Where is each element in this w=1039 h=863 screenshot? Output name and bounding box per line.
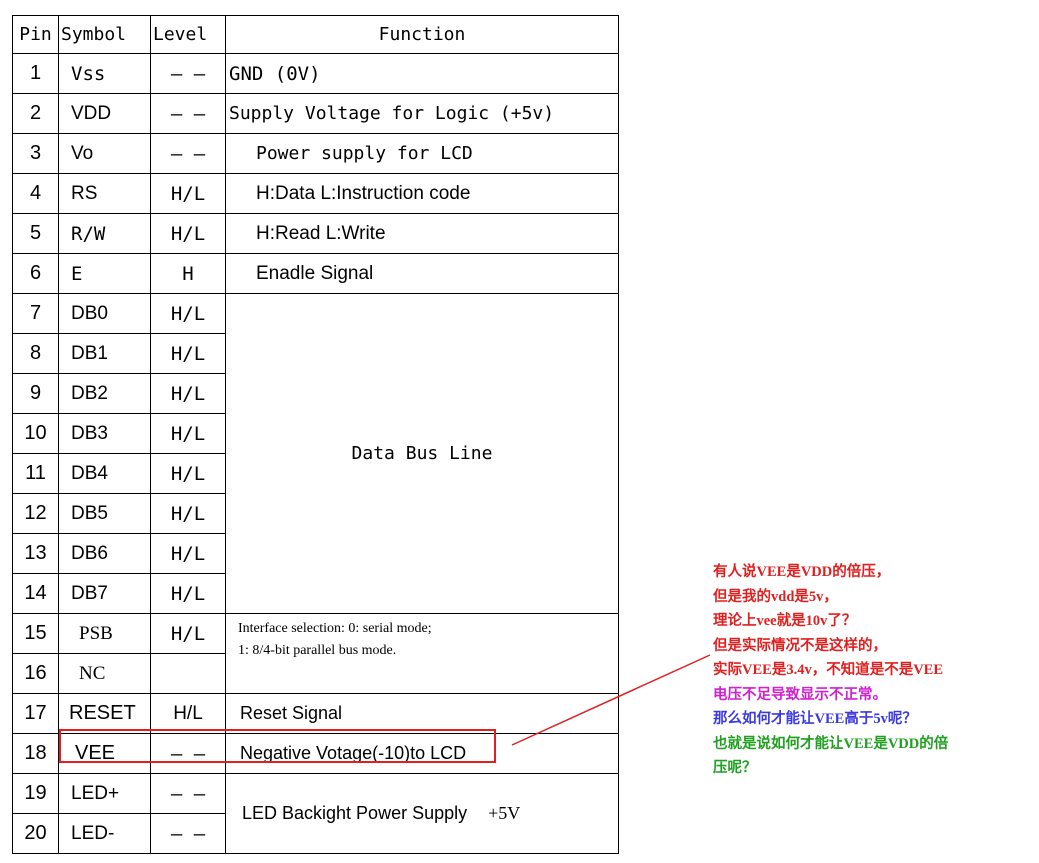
pin-number: 16	[12, 653, 59, 694]
pin-level: H/L	[150, 493, 226, 534]
led-function-text: LED Backight Power Supply	[242, 803, 468, 823]
table-row: 6 E H Enadle Signal	[12, 253, 619, 294]
pin-level: — —	[150, 773, 226, 814]
pin-level: — —	[150, 53, 226, 94]
interface-line-1: Interface selection: 0: serial mode;	[238, 621, 432, 636]
pin-number: 4	[12, 173, 59, 214]
header-function: Function	[225, 15, 619, 54]
table-row: 3 Vo — — Power supply for LCD	[12, 133, 619, 174]
table-row: 17 RESET H/L Reset Signal	[12, 693, 619, 734]
table-row: 20 LED- — —	[12, 813, 619, 854]
pin-symbol: DB2	[58, 373, 151, 414]
pin-number: 20	[12, 813, 59, 854]
pin-number: 5	[12, 213, 59, 254]
led-backlight-function: LED Backight Power Supply +5V	[225, 773, 619, 854]
pin-symbol: Vss	[58, 53, 151, 94]
pin-level: — —	[150, 813, 226, 854]
table-row: 10 DB3 H/L	[12, 413, 619, 454]
pin-function: Reset Signal	[225, 693, 619, 734]
annotation-note: 有人说VEE是VDD的倍压， 但是我的vdd是5v， 理论上vee就是10v了？…	[713, 560, 1033, 781]
table-row: 19 LED+ — — LED Backight Power Supply +5…	[12, 773, 619, 854]
pin-level: H/L	[150, 453, 226, 494]
pin-number: 10	[12, 413, 59, 454]
pin-number: 8	[12, 333, 59, 374]
led-voltage: +5V	[488, 803, 521, 823]
pin-level: H/L	[150, 413, 226, 454]
pin-level: H/L	[150, 693, 226, 734]
pin-number: 14	[12, 573, 59, 614]
pin-symbol: VEE	[58, 733, 151, 774]
pin-level: H/L	[150, 373, 226, 414]
pin-level: H/L	[150, 613, 226, 654]
pin-symbol: DB6	[58, 533, 151, 574]
pin-number: 19	[12, 773, 59, 814]
pin-symbol: VDD	[58, 93, 151, 134]
table-row: 5 R/W H/L H:Read L:Write	[12, 213, 619, 254]
pin-function: H:Read L:Write	[225, 213, 619, 254]
pin-symbol: DB7	[58, 573, 151, 614]
data-bus-function: Data Bus Line	[225, 293, 619, 614]
header-pin: Pin	[12, 15, 59, 54]
pin-symbol: E	[58, 253, 151, 294]
pin-level	[150, 653, 226, 694]
table-row: 16 NC	[12, 653, 619, 694]
table-header-row: Pin Symbol Level Function	[12, 15, 619, 54]
note-line: 电压不足导致显示不正常。	[713, 686, 887, 703]
pin-level: H/L	[150, 213, 226, 254]
note-line: 有人说VEE是VDD的倍压，	[713, 564, 891, 580]
table-row: 11 DB4 H/L	[12, 453, 619, 494]
pointer-line	[511, 654, 711, 746]
table-row-highlighted: 18 VEE — — Negative Votage(-10)to LCD	[12, 733, 619, 774]
table-row: 13 DB6 H/L	[12, 533, 619, 574]
note-line: 也就是说如何才能让VEE是VDD的倍	[713, 735, 949, 752]
pin-definition-table: Pin Symbol Level Function 1 Vss — — GND …	[12, 15, 619, 854]
pin-number: 15	[12, 613, 59, 654]
note-line: 但是我的vdd是5v，	[713, 588, 838, 605]
note-line: 压呢？	[713, 760, 757, 776]
pin-symbol: LED-	[58, 813, 151, 854]
table-row: 7 DB0 H/L Data Bus Line	[12, 293, 619, 614]
table-row: 1 Vss — — GND (0V)	[12, 53, 619, 94]
pin-level: — —	[150, 93, 226, 134]
table-row: 8 DB1 H/L	[12, 333, 619, 374]
vee-highlight-box	[59, 729, 496, 763]
pin-number: 11	[12, 453, 59, 494]
pin-number: 18	[12, 733, 59, 774]
pin-level: H/L	[150, 573, 226, 614]
header-symbol: Symbol	[58, 15, 151, 54]
pin-symbol: DB0	[58, 293, 151, 334]
table-row: 14 DB7 H/L	[12, 573, 619, 614]
pin-symbol: DB4	[58, 453, 151, 494]
note-line: 但是实际情况不是这样的，	[713, 637, 887, 654]
pin-function: Negative Votage(-10)to LCD	[225, 733, 619, 774]
pin-level: H/L	[150, 533, 226, 574]
pin-function: GND (0V)	[225, 53, 619, 94]
pin-symbol: R/W	[58, 213, 151, 254]
interface-line-2: 1: 8/4-bit parallel bus mode.	[238, 643, 397, 658]
note-line: 那么如何才能让VEE高于5v呢？	[713, 711, 917, 727]
pin-symbol: PSB	[58, 613, 151, 654]
pin-number: 13	[12, 533, 59, 574]
note-line: 实际VEE是3.4v，不知道是不是VEE	[713, 662, 944, 678]
pin-function: Power supply for LCD	[225, 133, 619, 174]
pin-function: Enadle Signal	[225, 253, 619, 294]
note-line: 理论上vee就是10v了？	[713, 613, 857, 629]
pin-number: 7	[12, 293, 59, 334]
pin-symbol: RESET	[58, 693, 151, 734]
pin-symbol: DB3	[58, 413, 151, 454]
pin-level: — —	[150, 133, 226, 174]
pin-level: H/L	[150, 293, 226, 334]
